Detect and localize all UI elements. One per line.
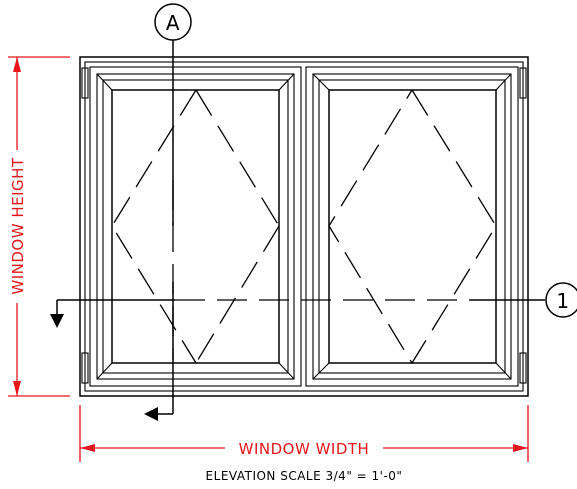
hinge-right-bottom [519, 352, 527, 384]
section-cut-1: 1 [50, 282, 577, 328]
section-a-bubble [154, 3, 192, 41]
hinges [81, 67, 527, 384]
section-1-arrow-icon [50, 314, 64, 328]
height-dimension: WINDOW HEIGHT [8, 56, 70, 397]
scale-caption: ELEVATION SCALE 3/4" = 1'-0" [206, 469, 403, 483]
left-upper-swing [195, 89, 280, 227]
window-frame [79, 56, 529, 397]
height-arrow-top-icon [13, 57, 21, 72]
right-miter-tr [495, 73, 512, 91]
right-sash-inner [318, 79, 506, 374]
left-glass [111, 89, 280, 364]
width-dimension: WINDOW WIDTH [79, 405, 529, 462]
section-a-label: A [166, 11, 180, 35]
section-a-arrow-icon [144, 407, 158, 421]
swing-lines [111, 89, 497, 365]
left-miter-tl [96, 73, 113, 91]
right-miter-tl [312, 73, 330, 91]
right-sash-outer [305, 66, 519, 387]
section-1-bubble [545, 282, 577, 318]
width-arrow-left-icon [80, 444, 95, 452]
right-sash [305, 66, 519, 387]
left-upper-swing-return [195, 225, 280, 364]
inner-frame [84, 61, 524, 392]
height-arrow-bottom-icon [13, 381, 21, 396]
left-sash-outer [89, 66, 302, 387]
right-miter-br [495, 362, 512, 380]
right-miter-bl [312, 362, 330, 380]
right-glass [328, 89, 497, 364]
left-miter-br [278, 362, 295, 380]
left-miter-bl [96, 362, 113, 380]
hinge-left-top [81, 67, 89, 99]
left-lower-swing [111, 89, 197, 364]
left-miter-tr [278, 73, 295, 91]
hinge-right-top [519, 67, 527, 99]
left-sash-mid [96, 73, 295, 380]
left-sash-inner [102, 79, 289, 374]
right-swing [328, 89, 497, 365]
outer-frame [79, 56, 529, 397]
section-cut-a: A [144, 3, 192, 421]
hinge-left-bottom [81, 352, 89, 384]
width-label: WINDOW WIDTH [239, 440, 370, 458]
left-sash [89, 66, 302, 387]
section-1-label: 1 [556, 289, 569, 313]
right-sash-mid [312, 73, 512, 380]
height-label: WINDOW HEIGHT [9, 157, 27, 295]
width-arrow-right-icon [513, 444, 528, 452]
